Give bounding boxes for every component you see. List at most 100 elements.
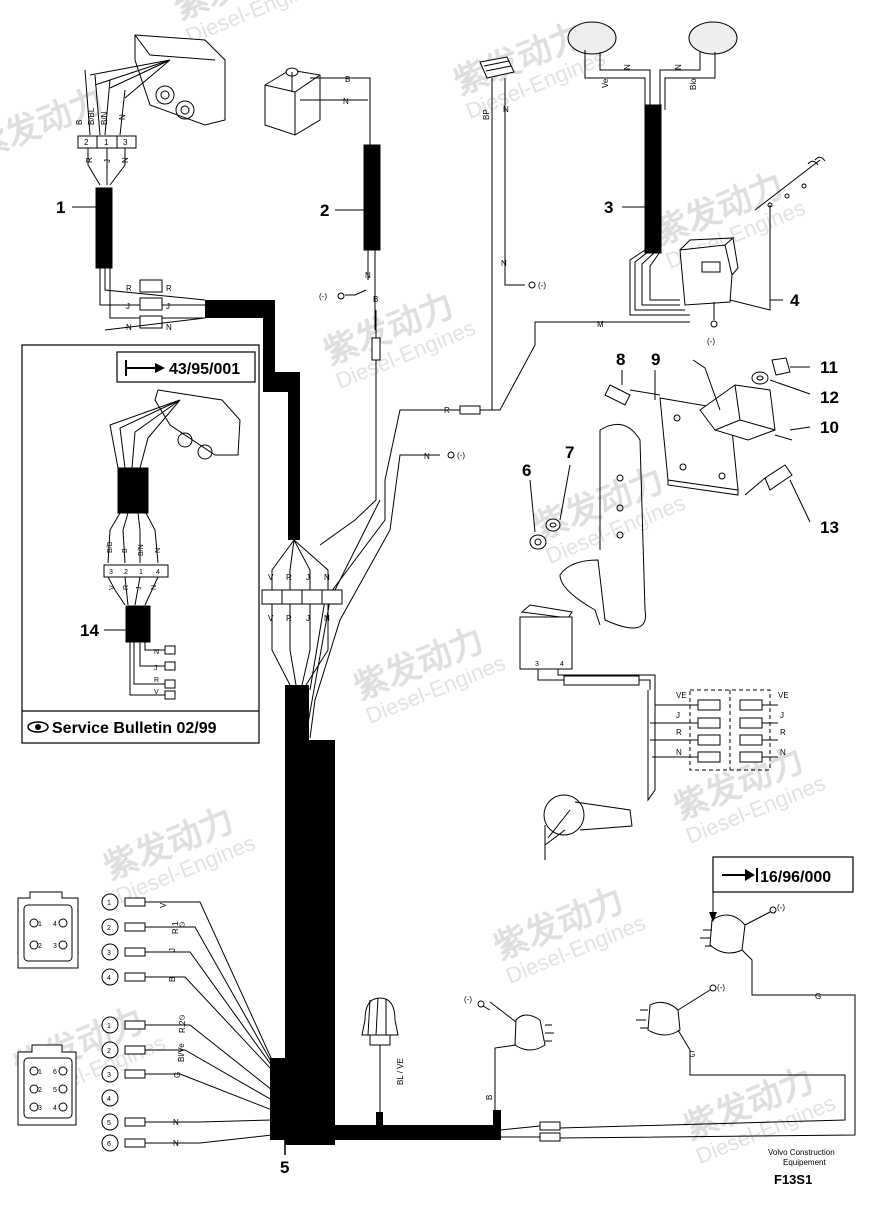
h3-label: N	[674, 64, 683, 70]
lamp-b: B	[485, 1095, 494, 1100]
footer-code: F13S1	[774, 1172, 812, 1187]
eye-icon	[27, 721, 49, 733]
bp-label: BP	[482, 109, 491, 120]
trunk-bottom-label: N	[324, 614, 330, 623]
conn-b-diam: ∅	[179, 1015, 185, 1022]
conn-b-cell: 4	[53, 1105, 57, 1112]
conn-b-pin: 5	[107, 1120, 111, 1127]
conn-b-wire: Bl/Ve	[177, 1043, 186, 1062]
callout-12: 12	[820, 388, 839, 407]
mid-label-m: M	[597, 320, 604, 329]
callout-9: 9	[651, 350, 660, 369]
conn-b-cell: 3	[38, 1105, 42, 1112]
switch-left-label: N	[676, 748, 682, 757]
inset-side-label: V	[154, 689, 159, 696]
inset-side-label: N	[154, 649, 159, 656]
middle-wire-labels: M R N (-)	[424, 320, 604, 461]
callout-11: 11	[820, 358, 838, 377]
conn-b-cell: 6	[53, 1069, 57, 1076]
mounting-assembly	[529, 357, 793, 629]
inset-bottom-label: J	[136, 587, 143, 591]
inset-panel: 43/95/001 Service Bulletin 02/99 B/B B B…	[21, 344, 260, 744]
assembly-callouts	[529, 366, 811, 533]
switch-pin: 3	[535, 661, 539, 668]
inset-top-label: N	[155, 548, 162, 553]
conn-b-pin: 6	[107, 1141, 111, 1148]
inset-bulletin: Service Bulletin 02/99	[52, 720, 217, 737]
conn-b-cell: 1	[38, 1069, 42, 1076]
harness-1-labels: B B/BL B/N N 2 1 3 R J N R R J J N N	[75, 107, 172, 332]
conn-a-wire: R.1	[171, 921, 180, 934]
conn-b-pin: 1	[107, 1023, 111, 1030]
switch-right-label: J	[780, 711, 784, 720]
h2-ground: (-)	[319, 292, 327, 301]
connector-a	[17, 891, 273, 1071]
lamp-g: G	[815, 992, 821, 1001]
trunk-top-label: J	[306, 573, 310, 582]
h1-side: N	[166, 323, 172, 332]
conn-a-wire: J	[168, 948, 177, 952]
switch-block	[519, 604, 778, 860]
conn-a-cell: 4	[53, 921, 57, 928]
connector-b-labels: 1 6 2 5 3 4 1 2 3 4 5 6 R.2 Bl/Ve G N N …	[38, 1015, 187, 1148]
lamp-ground: (-)	[717, 983, 725, 992]
trunk-bottom-label: V	[268, 614, 274, 623]
switch-left-label: R	[676, 728, 682, 737]
harness-3-labels: Ve N N Blo (-)	[601, 64, 715, 346]
conn-a-pin: 1	[107, 900, 111, 907]
h1-label: B	[75, 120, 84, 125]
h2-label: N	[365, 271, 371, 280]
conn-a-cell: 3	[53, 943, 57, 950]
inset-pin: 3	[109, 569, 113, 576]
harness-bp-labels: BP N N (-)	[482, 105, 546, 290]
lamp-blve: BL / VE	[396, 1058, 405, 1085]
conn-b-wire: G	[173, 1072, 182, 1078]
callout-1: 1	[56, 198, 65, 217]
inset-pin: 4	[156, 569, 160, 576]
conn-b-pin: 2	[107, 1048, 111, 1055]
mid-label-n: N	[424, 452, 430, 461]
h2-label: B	[345, 75, 350, 84]
h1-side: J	[166, 302, 170, 311]
callout-13: 13	[820, 518, 839, 537]
callout-14: 14	[80, 621, 99, 640]
h3-label: N	[623, 64, 632, 70]
bp-label: N	[503, 105, 509, 114]
harness-1	[77, 34, 226, 331]
conn-b-cell: 5	[53, 1087, 57, 1094]
callout-2: 2	[320, 201, 329, 220]
conn-b-wire: R.2	[178, 1020, 187, 1033]
inset-side-label: R	[154, 677, 159, 684]
h1-wire: N	[121, 157, 130, 163]
conn-b-cell: 2	[38, 1087, 42, 1094]
connector-a-labels: 1 4 2 3 1 2 3 4 V R.1 J B ∅	[38, 900, 185, 982]
switch-pin: 4	[560, 661, 564, 668]
lamp-labels: BL / VE B G G (-) (-) (-)	[396, 903, 821, 1100]
callout-6: 6	[522, 461, 531, 480]
h1-wire: R	[85, 157, 94, 163]
trunk-top-label: R	[286, 573, 292, 582]
conn-a-cell: 1	[38, 921, 42, 928]
switch-left-label: J	[676, 711, 680, 720]
switch-right-label: N	[780, 748, 786, 757]
trunk-bottom-label: J	[306, 614, 310, 623]
callout-8: 8	[616, 350, 625, 369]
connector-b	[17, 1016, 273, 1152]
conn-b-pin: 3	[107, 1072, 111, 1079]
trunk-top-label: V	[268, 573, 274, 582]
conn-a-wire: B	[168, 977, 177, 982]
ref-box-2: 16/96/000	[709, 856, 854, 922]
inset-pin: 2	[124, 569, 128, 576]
h1-side: N	[126, 323, 132, 332]
footer-maker: Volvo Construction	[768, 1148, 835, 1157]
h3-label: Blo	[689, 78, 698, 90]
h1-side: R	[166, 284, 172, 293]
trunk-bottom-label: R	[286, 614, 292, 623]
callout-5: 5	[280, 1158, 289, 1177]
h1-pin: 1	[104, 138, 109, 147]
inset-bottom-label: N	[151, 585, 158, 590]
trunk-top-label: N	[324, 573, 330, 582]
callout-4: 4	[790, 291, 800, 310]
h1-wire: J	[103, 159, 112, 163]
